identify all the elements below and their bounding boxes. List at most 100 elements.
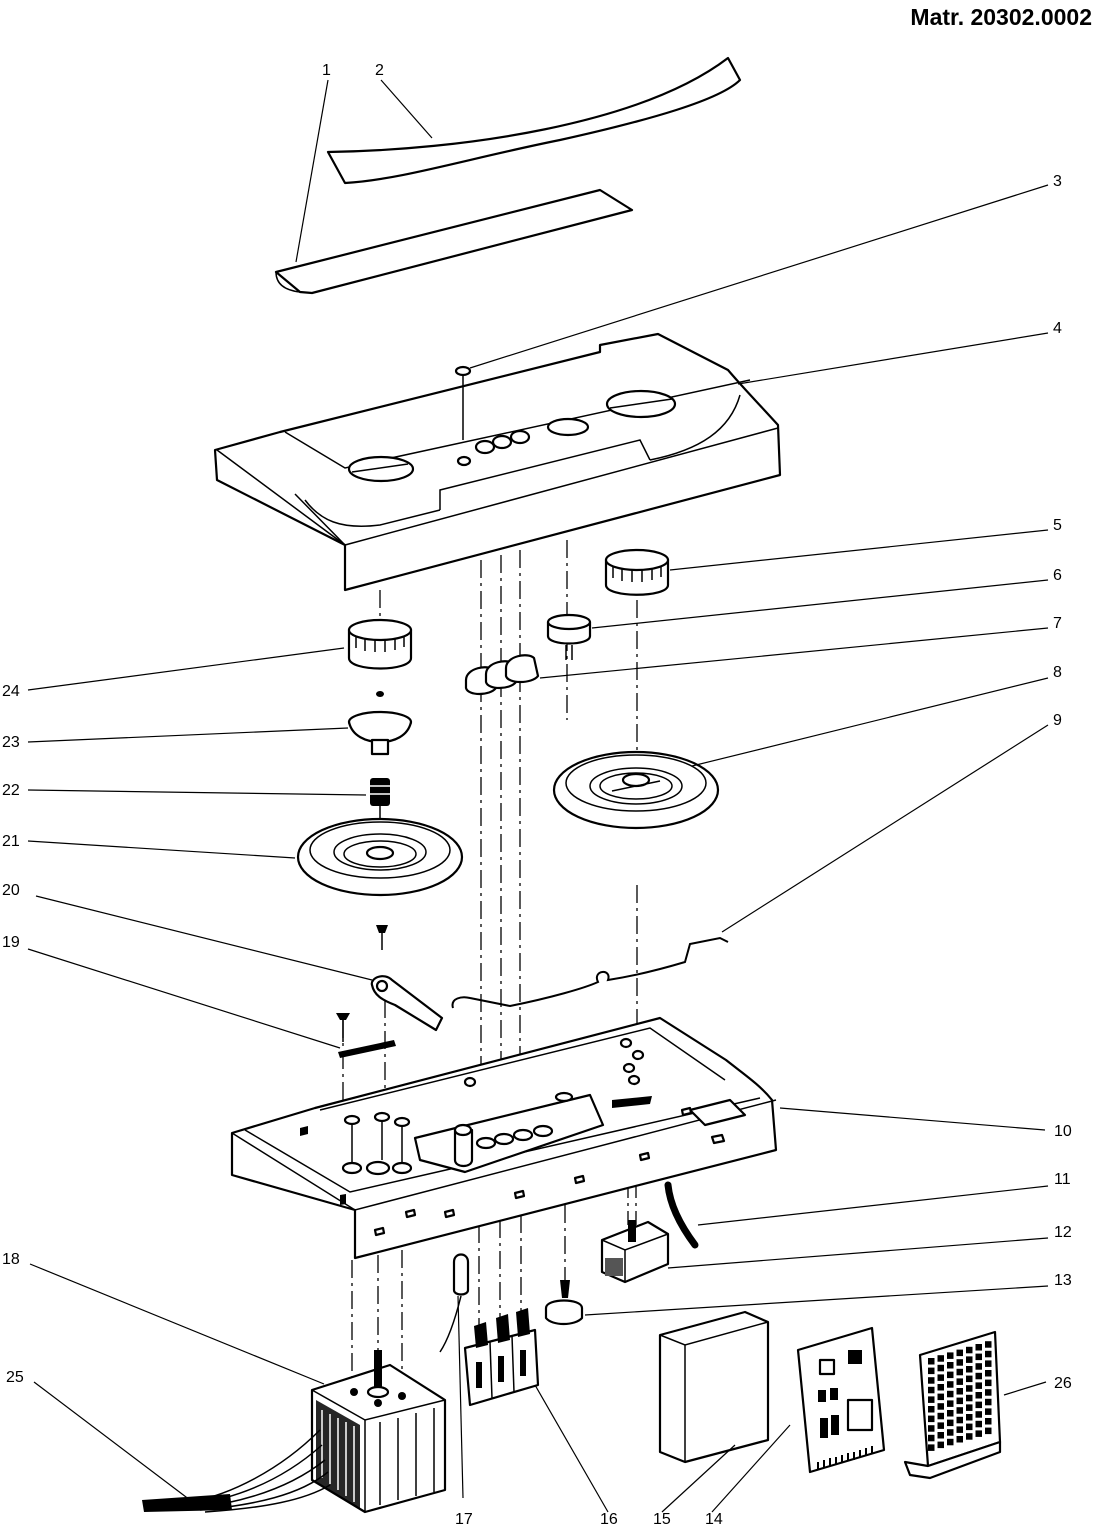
part-15-cover-plate <box>658 1310 770 1464</box>
grille-cell <box>985 1418 992 1425</box>
callout-21: 21 <box>2 833 20 850</box>
grille-cell <box>975 1363 982 1370</box>
callout-13: 13 <box>1054 1272 1072 1289</box>
part-26-grille <box>903 1330 1002 1480</box>
grille-cell <box>985 1408 992 1415</box>
grille-cell <box>985 1398 992 1406</box>
callout-14: 14 <box>705 1511 723 1526</box>
grille-cell <box>966 1394 973 1402</box>
part-16-relay-block <box>463 1308 540 1407</box>
part-9-wire-spring <box>451 936 729 1009</box>
grille-cell <box>966 1423 973 1431</box>
callout-4: 4 <box>1053 320 1062 337</box>
grille-cell <box>937 1384 944 1391</box>
document-code: Matr. 20302.0002 <box>910 4 1092 30</box>
grille-cell <box>928 1358 935 1365</box>
callout-17: 17 <box>455 1511 473 1526</box>
callout-7: 7 <box>1053 615 1062 632</box>
grille-cell <box>975 1353 982 1361</box>
grille-cell <box>956 1416 963 1424</box>
grille-cell <box>928 1396 935 1403</box>
grille-cell <box>947 1438 954 1446</box>
grille-cell <box>937 1393 944 1401</box>
grille-cell <box>985 1389 992 1396</box>
part-20-lever <box>370 925 444 1032</box>
grille-cell <box>928 1434 935 1442</box>
grille-cell <box>975 1344 982 1351</box>
grille-cell <box>966 1385 973 1392</box>
grille-cell <box>937 1441 944 1449</box>
callout-10: 10 <box>1054 1123 1072 1140</box>
part-12-switch-block <box>600 1220 670 1284</box>
part-4-top-cover <box>213 332 782 592</box>
grille-cell <box>975 1430 982 1437</box>
grille-cell <box>928 1406 935 1413</box>
chassis-screws <box>341 1037 652 1176</box>
callout-15: 15 <box>653 1511 671 1526</box>
part-3-screw <box>454 365 472 440</box>
grille-cell <box>985 1379 992 1387</box>
grille-cell <box>937 1412 944 1420</box>
grille-cell <box>985 1370 992 1377</box>
grille-cell <box>956 1368 963 1376</box>
part-8-disk <box>552 750 720 830</box>
grille-cell <box>975 1420 982 1428</box>
callout-19: 19 <box>2 934 20 951</box>
part-1-front-panel <box>274 188 634 295</box>
callout-1: 1 <box>322 62 331 79</box>
callout-18: 18 <box>2 1251 20 1268</box>
grille-cell <box>956 1407 963 1414</box>
grille-cell <box>937 1364 944 1372</box>
grille-cell <box>975 1392 982 1399</box>
grille-cell <box>956 1397 963 1405</box>
part-6-small-knob <box>546 613 592 660</box>
grille-cell <box>947 1410 954 1417</box>
callout-5: 5 <box>1053 517 1062 534</box>
part-24-knob <box>347 618 413 670</box>
callout-9: 9 <box>1053 712 1062 729</box>
grille-cell <box>975 1401 982 1409</box>
grille-cell <box>928 1425 935 1432</box>
grille-cell <box>937 1355 944 1362</box>
leader-lines <box>27 79 1049 1513</box>
callout-26: 26 <box>1054 1375 1072 1392</box>
grille-cell <box>985 1360 992 1367</box>
grille-cell <box>937 1432 944 1439</box>
callout-11: 11 <box>1054 1171 1071 1188</box>
grille-cell <box>966 1346 973 1354</box>
callout-8: 8 <box>1053 664 1062 681</box>
part-19-bar <box>336 1013 396 1058</box>
callout-22: 22 <box>2 782 20 799</box>
grille-cell <box>928 1444 935 1451</box>
part-17-sensor <box>439 1253 470 1353</box>
grille-cell <box>975 1411 982 1418</box>
grille-cell <box>937 1403 944 1410</box>
grille-cell <box>956 1436 963 1443</box>
part-11-hose <box>664 1181 699 1249</box>
part-18-heat-sink <box>142 1350 447 1514</box>
grille-cell <box>947 1400 954 1407</box>
callout-labels: 1 2 3 4 5 6 7 8 9 10 11 12 13 14 15 16 1… <box>2 62 1072 1526</box>
grille-cell <box>947 1371 954 1379</box>
grille-cell <box>956 1349 963 1357</box>
grille-cell <box>966 1414 973 1421</box>
callout-16: 16 <box>600 1511 618 1526</box>
grille-cell <box>947 1390 954 1398</box>
callout-20: 20 <box>2 882 20 899</box>
callout-12: 12 <box>1054 1224 1072 1241</box>
grille-cell <box>937 1374 944 1381</box>
grille-cell <box>947 1362 954 1369</box>
part-23-knob-base <box>347 691 413 756</box>
part-13-potentiometer <box>544 1280 584 1326</box>
part-2-trim-strip <box>326 56 742 185</box>
grille-cell <box>928 1415 935 1423</box>
grille-cell <box>956 1378 963 1385</box>
grille-cell <box>928 1367 935 1375</box>
grille-cell <box>947 1429 954 1436</box>
callout-25: 25 <box>6 1369 24 1386</box>
grille-cell <box>956 1359 963 1366</box>
grille-cell <box>966 1366 973 1373</box>
grille-cell <box>956 1426 963 1433</box>
grille-cell <box>985 1427 992 1435</box>
